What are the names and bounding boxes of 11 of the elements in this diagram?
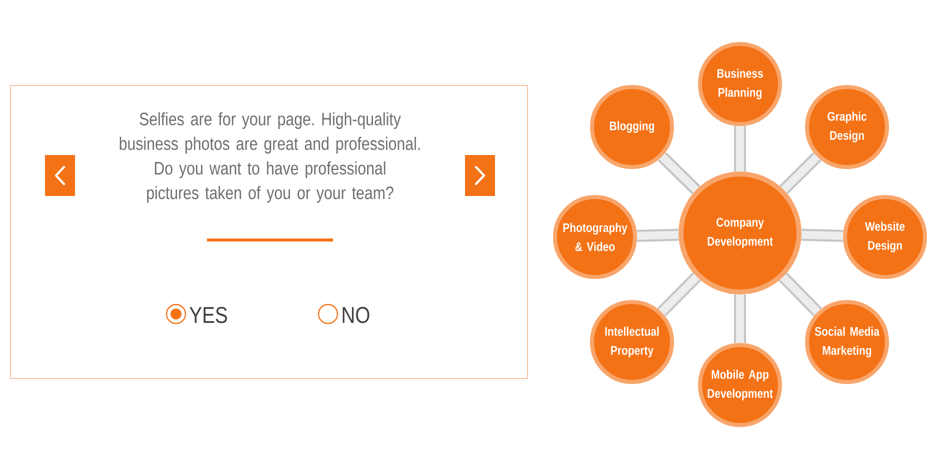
connector bbox=[658, 152, 700, 194]
option-label: YES bbox=[190, 306, 227, 324]
connector bbox=[734, 294, 746, 343]
connector bbox=[734, 126, 746, 172]
question-text: Selfies are for your page. High-quality business photos are great and professional. Do you want to have professional pictures taken of you or your team? bbox=[120, 112, 420, 203]
connector bbox=[779, 152, 822, 194]
connector bbox=[801, 228, 844, 242]
connector bbox=[657, 272, 701, 316]
connector bbox=[778, 272, 822, 316]
option-label: NO bbox=[342, 306, 370, 324]
connector bbox=[636, 228, 679, 242]
